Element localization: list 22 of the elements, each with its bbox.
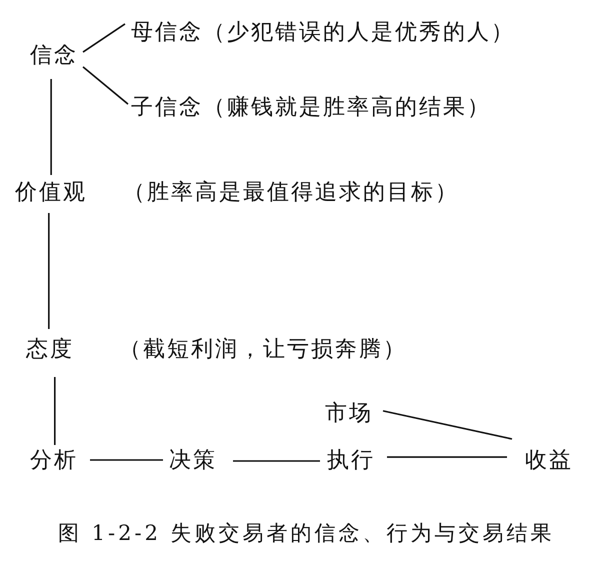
connector-line [50,79,52,175]
connector-line [82,23,126,53]
node-label: 决策 [169,448,217,474]
node-label: 母信念（少犯错误的人是优秀的人） [131,20,515,46]
note-text: （截短利润，让亏损奔腾） [119,337,407,363]
node-label: 收益 [525,448,573,474]
connector-line [90,459,163,461]
connector-line [387,456,507,458]
connector-line [233,460,320,462]
node-label: 执行 [327,448,375,474]
connector-line [48,213,50,329]
connector-line [82,66,128,105]
node-label: 信念 [30,43,78,69]
connector-line [54,377,56,445]
note-text: （胜率高是最值得追求的目标） [123,180,459,206]
node-label: 市场 [325,401,373,427]
node-label: 子信念（赚钱就是胜率高的结果） [131,95,491,121]
connector-line [382,410,512,440]
node-label: 价值观 [15,180,87,206]
figure-caption: 图 1-2-2 失败交易者的信念、行为与交易结果 [58,520,555,546]
node-label: 态度 [26,337,74,363]
node-label: 分析 [30,448,78,474]
